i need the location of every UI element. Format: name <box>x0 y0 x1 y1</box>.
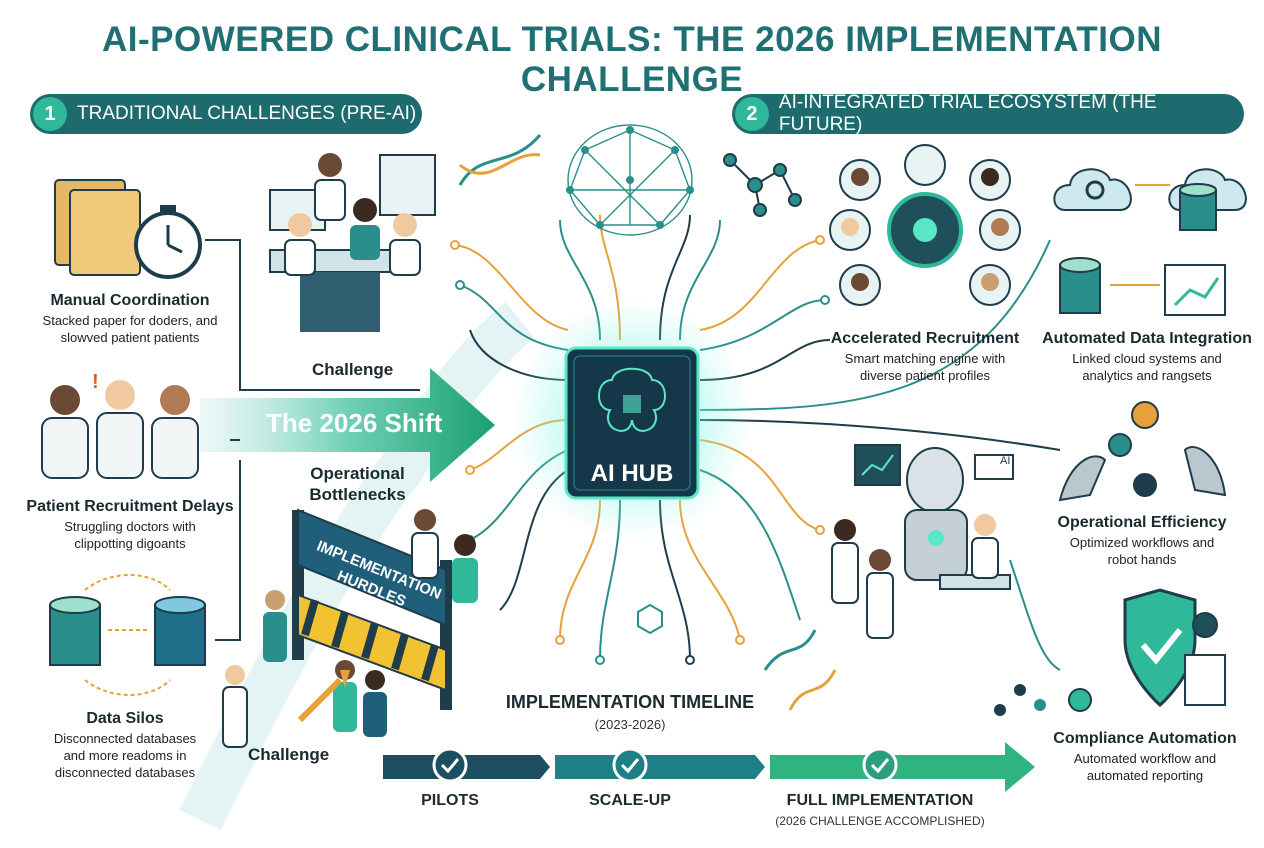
section-label: AI-INTEGRATED TRIAL ECOSYSTEM (THE FUTUR… <box>778 92 1157 135</box>
ai-hub-label: AI HUB <box>590 460 674 487</box>
patient-recruitment-desc-1: Struggling doctors with <box>64 519 196 534</box>
manual-coordination-desc-1: Stacked paper for doders, and <box>42 313 218 328</box>
timeline-range: (2023-2026) <box>594 717 666 732</box>
timeline-stage-pilots: PILOTS <box>421 792 479 809</box>
section-label: TRADITIONAL CHALLENGES (PRE-AI) <box>77 103 417 124</box>
compliance-automation-caption: Compliance Automation Automated workflow… <box>1040 728 1250 784</box>
automated-data-desc-2: analytics and rangsets <box>1082 368 1212 383</box>
timeline-title: IMPLEMENTATION TIMELINE <box>505 692 755 712</box>
data-silos-desc-2: and more readoms in <box>63 748 187 763</box>
data-silos-desc-3: disconnected databases <box>54 765 196 780</box>
shift-arrow-label: The 2026 Shift <box>266 408 443 438</box>
manual-coordination-desc-2: slowved patient patients <box>60 330 200 345</box>
accelerated-recruitment-desc-2: diverse patient profiles <box>859 368 991 383</box>
data-silos-desc-1: Disconnected databases <box>53 731 197 746</box>
section-number: 2 <box>735 97 769 131</box>
robot-screen-label: AI <box>1000 455 1011 467</box>
patient-recruitment-caption: Patient Recruitment Delays Struggling do… <box>8 496 252 552</box>
manual-coordination-title: Manual Coordination <box>50 292 210 309</box>
operational-efficiency-title: Operational Efficiency <box>1057 514 1227 531</box>
bottlenecks-line-2: Bottlenecks <box>309 485 406 504</box>
section-header-traditional: 1 TRADITIONAL CHALLENGES (PRE-AI) <box>30 94 422 134</box>
operational-efficiency-caption: Operational Efficiency Optimized workflo… <box>1042 512 1242 568</box>
manual-coordination-caption: Manual Coordination Stacked paper for do… <box>20 290 240 346</box>
operational-efficiency-desc-2: robot hands <box>1107 552 1177 567</box>
data-silos-title: Data Silos <box>86 710 164 727</box>
automated-data-desc-1: Linked cloud systems and <box>1072 351 1222 366</box>
automated-data-title: Automated Data Integration <box>1042 330 1252 347</box>
accelerated-recruitment-title: Accelerated Recruitment <box>830 330 1020 347</box>
operational-efficiency-desc-1: Optimized workflows and <box>1069 535 1215 550</box>
timeline-stage-full-implementation: FULL IMPLEMENTATION <box>786 792 974 809</box>
accelerated-recruitment-desc-1: Smart matching engine with <box>844 351 1006 366</box>
section-number: 1 <box>33 97 67 131</box>
bottlenecks-line-1: Operational <box>310 464 405 483</box>
compliance-automation-desc-1: Automated workflow and <box>1073 751 1217 766</box>
timeline-stage-scale-up: SCALE-UP <box>589 792 671 809</box>
data-silos-caption: Data Silos Disconnected databases and mo… <box>20 708 230 781</box>
patient-recruitment-title: Patient Recruitment Delays <box>26 498 234 515</box>
timeline-note: (2026 CHALLENGE ACCOMPLISHED) <box>775 814 985 828</box>
automated-data-caption: Automated Data Integration Linked cloud … <box>1032 328 1262 384</box>
svg-text:!: ! <box>92 371 99 393</box>
compliance-automation-title: Compliance Automation <box>1053 730 1237 747</box>
patient-recruitment-desc-2: clippotting digoants <box>74 536 186 551</box>
section-header-future: 2 AI-INTEGRATED TRIAL ECOSYSTEM (THE FUT… <box>732 92 1244 135</box>
operational-bottlenecks-label: Operational Bottlenecks <box>300 463 415 505</box>
accelerated-recruitment-caption: Accelerated Recruitment Smart matching e… <box>820 328 1030 384</box>
compliance-automation-desc-2: automated reporting <box>1086 768 1204 783</box>
challenge-label-top: Challenge <box>312 360 394 379</box>
page-title: AI-POWERED CLINICAL TRIALS: THE 2026 IMP… <box>102 20 1162 99</box>
challenge-label-bottom: Challenge <box>248 745 330 764</box>
